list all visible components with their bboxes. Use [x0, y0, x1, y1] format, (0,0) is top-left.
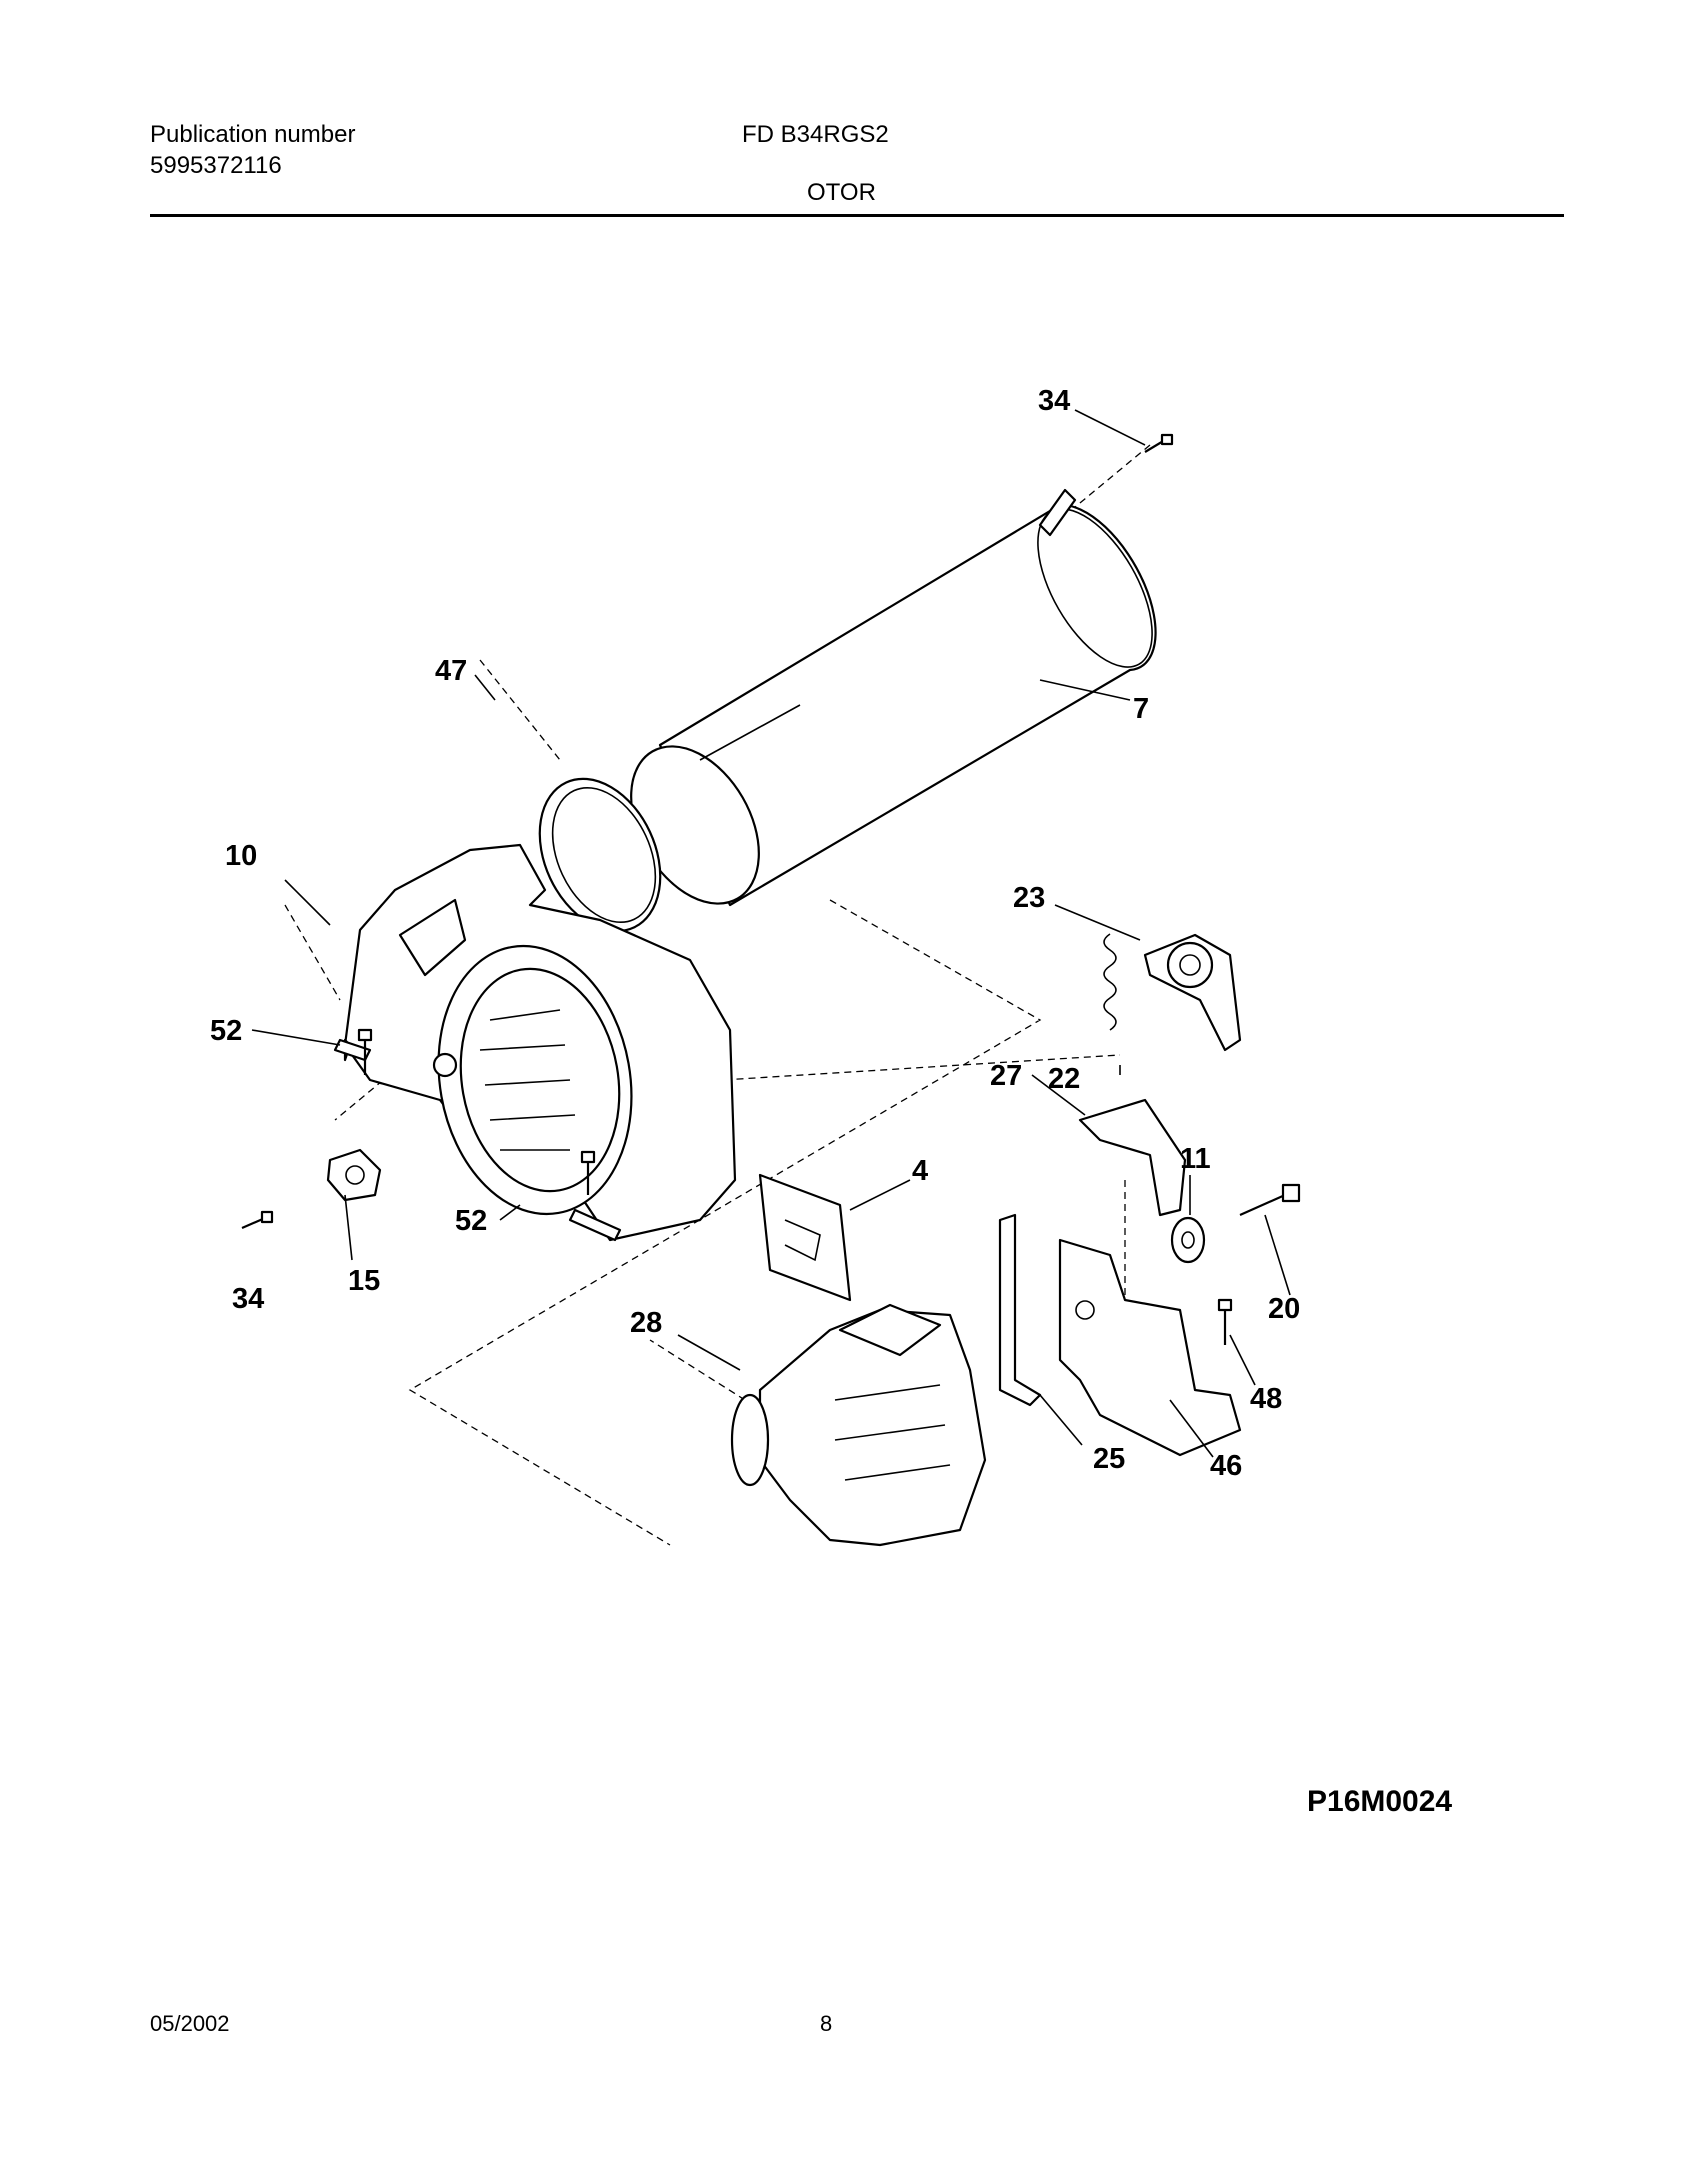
- footer-date: 05/2002: [150, 2011, 230, 2036]
- part-blower-housing: [333, 843, 737, 1242]
- callout-34-top: 34: [1038, 385, 1070, 417]
- part-duct-tube: [630, 488, 1157, 907]
- footer-page-number: 8: [820, 2011, 833, 2036]
- part-belt-clip: [1078, 1098, 1187, 1217]
- callout-20: 20: [1268, 1293, 1300, 1325]
- callout-10: 10: [225, 840, 257, 872]
- part-thermostat: [326, 1148, 382, 1202]
- publication-label: Publication number: [150, 121, 356, 148]
- part-screw-48: [1217, 1298, 1233, 1345]
- part-motor-mount: [1058, 1238, 1242, 1457]
- section-title: OTOR: [807, 179, 876, 206]
- part-spring: [1103, 933, 1117, 1031]
- callout-48: 48: [1250, 1383, 1282, 1415]
- part-idler-bracket: [1143, 933, 1242, 1052]
- part-motor: [730, 1303, 987, 1547]
- part-seal-ring: [538, 777, 662, 933]
- part-gasket: [758, 1173, 852, 1302]
- model-number: FD B34RGS2: [742, 121, 889, 148]
- callout-4: 4: [912, 1155, 928, 1187]
- part-roller: [1170, 1216, 1206, 1264]
- leader-lines: [251, 409, 1291, 1458]
- callout-11: 11: [1180, 1143, 1211, 1175]
- part-bolt: [1239, 1183, 1301, 1217]
- diagram-code: P16M0024: [1307, 1785, 1453, 1818]
- callout-23: 23: [1013, 882, 1045, 914]
- callout-46: 46: [1210, 1450, 1242, 1482]
- header-rule: [150, 214, 1564, 217]
- part-hose: [998, 1213, 1042, 1407]
- callout-27: 27: [990, 1060, 1022, 1092]
- callout-52-left: 52: [210, 1015, 242, 1047]
- callout-47: 47: [435, 655, 467, 687]
- callout-28: 28: [630, 1307, 662, 1339]
- callout-25: 25: [1093, 1443, 1125, 1475]
- callout-7: 7: [1133, 693, 1149, 725]
- callout-22: 22: [1048, 1063, 1080, 1095]
- part-screws-52: [357, 1028, 596, 1195]
- part-screws-34: [241, 433, 1174, 1230]
- callout-34-bottom: 34: [232, 1283, 264, 1315]
- publication-number: 5995372116: [150, 152, 282, 179]
- callout-15: 15: [348, 1265, 380, 1297]
- callouts: 34 47 7 10 23 52 22 27 11 4 52 20 34 15 …: [210, 385, 1300, 1482]
- callout-52-bottom: 52: [455, 1205, 487, 1237]
